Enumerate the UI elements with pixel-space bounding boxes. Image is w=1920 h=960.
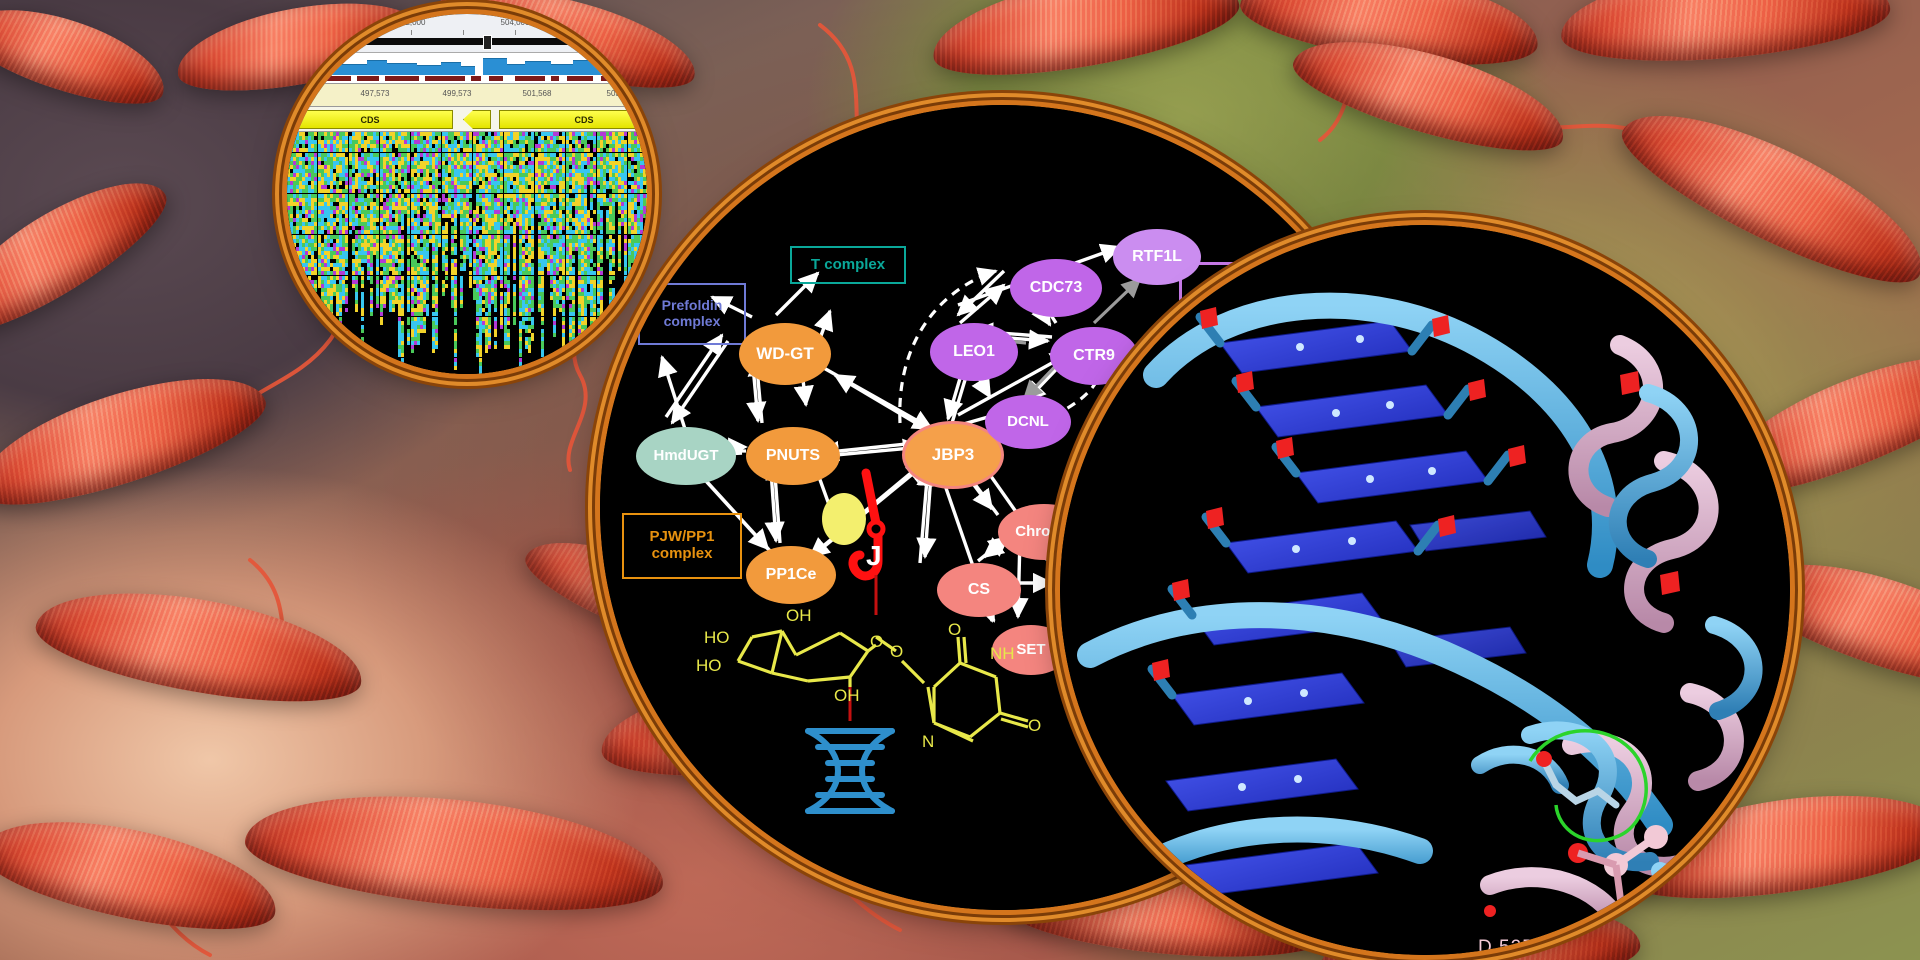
complex-box-pjw-pp1[interactable]: PJW/PP1 complex bbox=[622, 513, 742, 579]
ruler-tick-label: 504,000 bbox=[500, 18, 530, 27]
genome-cds-track: CDS CDS bbox=[287, 107, 647, 132]
uracil-ring bbox=[926, 636, 1029, 743]
genome-read-alignment-track bbox=[287, 132, 647, 374]
complex-box-label: PJW/PP1 complex bbox=[649, 528, 715, 562]
genome-scale-bar bbox=[287, 35, 647, 50]
atom-label-oh: OH bbox=[834, 686, 860, 705]
genome-browser-inset: 502,000 504,000 bbox=[287, 14, 647, 374]
node-dcnl[interactable]: DCNL bbox=[985, 395, 1071, 449]
atom-label-ho: HO bbox=[704, 628, 730, 647]
atom-label-nh: NH bbox=[990, 644, 1015, 663]
ruler-tick-label: 501,568 bbox=[522, 89, 552, 98]
node-label: PP1Ce bbox=[765, 565, 817, 583]
atom-label-ho: HO bbox=[696, 656, 722, 675]
node-jbp3[interactable]: JBP3 bbox=[902, 421, 1004, 489]
atom-label-o: O bbox=[870, 632, 883, 651]
node-pp1ce[interactable]: PP1Ce bbox=[746, 546, 836, 604]
protein-dna-structure-inset: D 525 bbox=[1060, 225, 1790, 955]
j-marker-dot bbox=[866, 519, 886, 539]
genome-coverage-track bbox=[287, 53, 647, 83]
ruler-tick-label: 497,573 bbox=[360, 89, 390, 98]
cds-feature: CDS bbox=[287, 110, 453, 129]
dna-backbone-stubs bbox=[1147, 312, 1513, 700]
ruler-tick-label: 499,573 bbox=[442, 89, 472, 98]
complex-box-prefoldin[interactable]: Prefoldin complex bbox=[638, 283, 746, 345]
node-label: PNUTS bbox=[765, 446, 821, 464]
genome-browser-panel: 502,000 504,000 bbox=[287, 14, 647, 374]
cds-feature-small bbox=[463, 110, 491, 129]
node-label: SET bbox=[1016, 641, 1046, 659]
residue-label: D 525 bbox=[1478, 937, 1534, 955]
node-hmdugt[interactable]: HmdUGT bbox=[636, 427, 736, 485]
ruler-tick-label: 495,573 bbox=[287, 89, 312, 98]
genome-top-ruler: 502,000 504,000 bbox=[287, 14, 647, 53]
dna-oxygen-atoms bbox=[1152, 307, 1680, 681]
complex-box-label: Prefoldin complex bbox=[661, 297, 723, 329]
atom-label-n: N bbox=[922, 732, 934, 751]
ruler-tick-label: 503,568 bbox=[606, 89, 636, 98]
uracil-atom-labels: O NH N O bbox=[922, 620, 1041, 751]
node-label: WD-GT bbox=[756, 344, 814, 364]
complex-box-label: T complex bbox=[810, 255, 886, 273]
atom-label-o: O bbox=[948, 620, 961, 639]
node-cs[interactable]: CS bbox=[937, 563, 1021, 617]
atom-label-o: O bbox=[1028, 716, 1041, 735]
base-j-molecule: J bbox=[696, 468, 1041, 814]
node-label: Chromo bbox=[1015, 523, 1073, 541]
node-label: CS bbox=[967, 580, 991, 598]
ligand-residue-sticks bbox=[1528, 728, 1648, 843]
node-wd-gt[interactable]: WD-GT bbox=[739, 323, 831, 385]
node-yellow-blob bbox=[822, 493, 866, 545]
node-label: DCNL bbox=[1007, 413, 1049, 431]
protein-structure-canvas: D 525 bbox=[1060, 225, 1790, 955]
j-letter: J bbox=[866, 540, 882, 571]
sugar-atom-labels: OH HO HO OH O O bbox=[696, 606, 903, 705]
protein-helix-pink bbox=[1480, 335, 1744, 935]
glucose-ring bbox=[736, 629, 926, 687]
node-leo1[interactable]: LEO1 bbox=[930, 323, 1018, 381]
node-pnuts[interactable]: PNUTS bbox=[746, 427, 840, 485]
dna-double-helix-icon bbox=[805, 728, 895, 814]
node-label: LEO1 bbox=[953, 342, 995, 360]
atom-label-oh: OH bbox=[786, 606, 812, 625]
ligand-outline bbox=[1528, 728, 1648, 843]
atom-label-o: O bbox=[890, 642, 903, 661]
genome-bottom-ruler: 495,573 497,573 499,573 501,568 503,568 bbox=[287, 83, 647, 107]
node-label: HmdUGT bbox=[653, 447, 719, 465]
ruler-tick-label: 502,000 bbox=[396, 18, 426, 27]
node-set[interactable]: SET bbox=[992, 625, 1070, 675]
aspartate-ball-and-stick bbox=[1484, 825, 1668, 921]
node-label: JBP3 bbox=[931, 445, 975, 465]
j-dna-link bbox=[848, 575, 878, 721]
complex-box-t-complex[interactable]: T complex bbox=[790, 246, 906, 284]
